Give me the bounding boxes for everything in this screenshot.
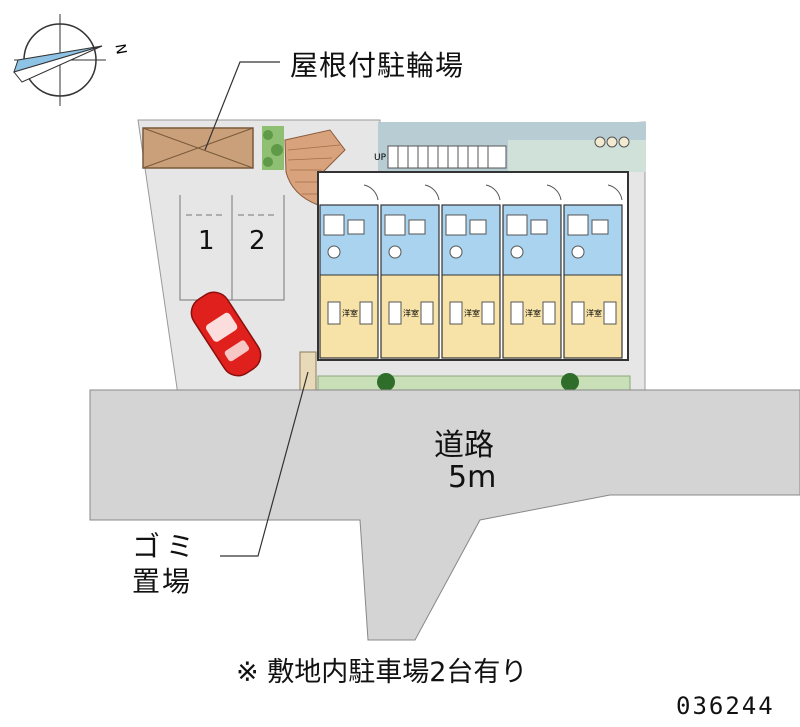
staircase xyxy=(387,145,507,169)
compass-north-letter: N xyxy=(111,43,129,56)
compass-icon xyxy=(13,14,106,106)
bike-leader-line xyxy=(204,61,280,151)
unit xyxy=(563,184,623,359)
shrub-area xyxy=(262,126,284,170)
garbage-label-line1: ゴミ xyxy=(132,530,201,563)
unit-room-label: 洋室 xyxy=(464,308,480,318)
reference-number: 036244 xyxy=(676,692,775,720)
garbage-label-line2: 置場 xyxy=(132,565,193,598)
parking-area xyxy=(179,195,285,301)
road xyxy=(89,389,800,641)
unit xyxy=(380,184,440,359)
unit-room-label: 洋室 xyxy=(586,308,602,318)
unit xyxy=(441,184,501,359)
road-name-label: 道路 xyxy=(434,428,494,463)
apartment-units xyxy=(319,184,623,359)
bicycle-parking-roof xyxy=(142,127,254,169)
unit-room-label: 洋室 xyxy=(342,308,358,318)
car-icon xyxy=(190,291,262,377)
parking-note: ※ 敷地内駐車場2台有り xyxy=(236,657,528,688)
unit-room-label: 洋室 xyxy=(403,308,419,318)
meter-circles xyxy=(594,136,630,148)
up-mark: UP xyxy=(374,153,387,163)
unit xyxy=(319,184,379,359)
unit xyxy=(502,184,562,359)
parking-slot-2-label: 2 xyxy=(249,226,266,256)
unit-room-label: 洋室 xyxy=(525,308,541,318)
bicycle-parking-label: 屋根付駐輪場 xyxy=(290,49,465,82)
parking-slot-1-label: 1 xyxy=(198,226,215,256)
road-width-label: 5m xyxy=(448,460,497,495)
garbage-leader-line xyxy=(220,371,309,557)
